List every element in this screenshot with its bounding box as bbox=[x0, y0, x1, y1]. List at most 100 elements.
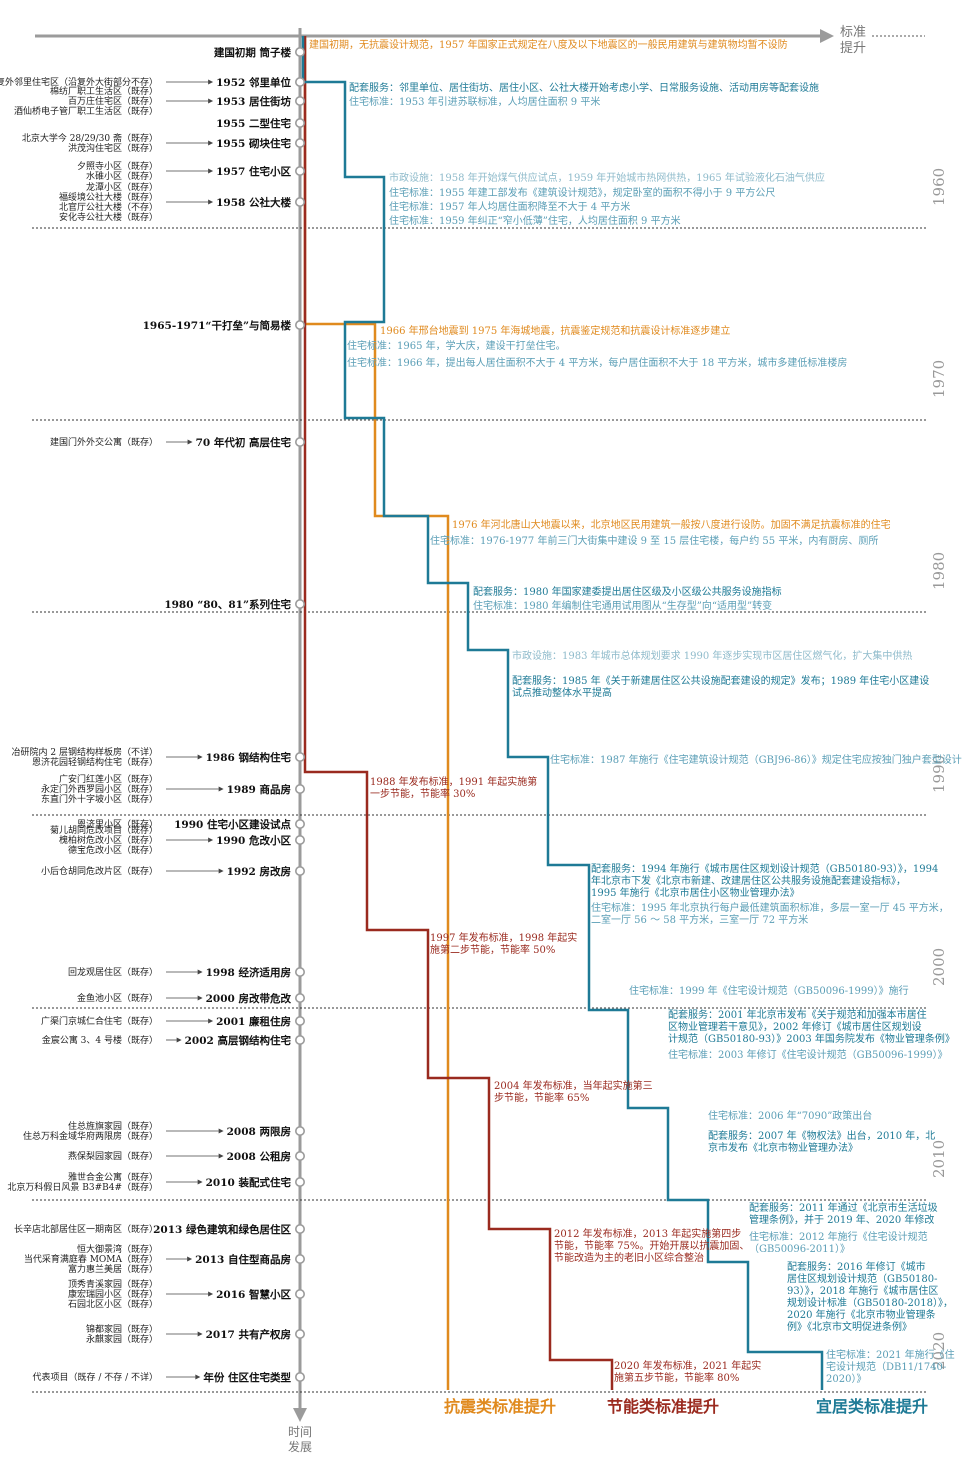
livable-annotation: 例》《北京市文明促进条例》 bbox=[787, 1320, 912, 1333]
housing-type-label: 1955 砌块住宅 bbox=[216, 137, 291, 150]
event-marker bbox=[294, 436, 305, 447]
livable-annotation: 2020 年施行《北京市物业管理条 bbox=[787, 1308, 936, 1321]
project-label: 小后仓胡同危改片区（既存） bbox=[41, 865, 158, 877]
livable-annotation: 住宅标准：1999 年《住宅设计规范（GB50096-1999）》施行 bbox=[629, 984, 909, 997]
event-marker bbox=[294, 1151, 305, 1162]
project-label: 住总旌旗家园（既存） bbox=[68, 1120, 158, 1132]
top-arrow-head-icon bbox=[820, 29, 834, 43]
project-label: 永麒家园（既存） bbox=[86, 1333, 158, 1345]
event-marker bbox=[294, 1372, 305, 1383]
housing-type-label: 1952 邻里单位 bbox=[216, 76, 291, 89]
energy-annotation: 一步节能，节能率 30% bbox=[370, 787, 475, 800]
decade-label: 1960 bbox=[930, 168, 948, 206]
housing-type-label: 1998 经济适用房 bbox=[206, 966, 291, 979]
project-arrow-head-icon bbox=[208, 199, 214, 205]
livable-annotation: 市政设施：1983 年城市总体规划要求 1990 年逐步实现市区居住区燃气化，扩… bbox=[512, 649, 912, 662]
project-label: 广安门红莲小区（既存） bbox=[59, 773, 158, 785]
livable-annotation: 试点推动整体水平提高 bbox=[512, 686, 612, 699]
livable-annotation: 住宅标准：1955 年建工部发布《建筑设计规范》，规定卧室的面积不得小于 9 平… bbox=[389, 186, 775, 199]
energy-annotation: 节能改造为主的老旧小区综合整治 bbox=[554, 1251, 704, 1264]
project-label: 长辛店北部居住区一期南区（既存） bbox=[14, 1223, 158, 1235]
housing-type-label: 1990 危改小区 bbox=[216, 834, 291, 847]
project-label: 当代采育满庭春 MOMA（既存） bbox=[24, 1253, 158, 1265]
housing-type-label: 1953 居住街坊 bbox=[216, 95, 291, 108]
livable-annotation: 居住区规划设计规范（GB50180- bbox=[787, 1272, 938, 1285]
livable-annotation: 配套服务：2001 年北京市发布《关于规范和加强本市居住 bbox=[668, 1008, 927, 1021]
project-label: 顶秀青溪家园（既存） bbox=[68, 1278, 158, 1290]
project-arrow-head-icon bbox=[197, 1179, 203, 1185]
project-label: 金宸公寓 3、4 号楼（既存） bbox=[42, 1034, 158, 1046]
livable-annotation: 住宅标准：2006 年“7090”政策出台 bbox=[708, 1109, 872, 1122]
housing-type-label: 2013 自住型商品房 bbox=[195, 1253, 291, 1266]
livable-annotation: 配套服务：1980 年国家建委提出居住区级及小区级公共服务设施指标 bbox=[473, 585, 782, 598]
livable-annotation: 配套服务：2011 年通过《北京市生活垃圾 bbox=[749, 1201, 938, 1214]
decade-label: 2020 bbox=[930, 1332, 948, 1370]
project-label: 广渠门京城仁合住宅（既存） bbox=[41, 1015, 158, 1027]
event-marker bbox=[294, 319, 305, 330]
project-arrow-head-icon bbox=[218, 868, 224, 874]
decade-label: 1980 bbox=[930, 552, 948, 590]
project-label: 酒仙桥电子管厂职工生活区（既存） bbox=[14, 105, 158, 117]
event-marker bbox=[294, 1254, 305, 1265]
project-label: 永定门外西罗园小区（既存） bbox=[41, 783, 158, 795]
energy-annotation: 2004 年发布标准，当年起实施第三 bbox=[494, 1079, 653, 1092]
livable-annotation: 住宅标准：1976-1977 年前三门大街集中建设 9 至 15 层住宅楼，每户… bbox=[430, 534, 878, 547]
project-arrow-head-icon bbox=[208, 140, 214, 146]
project-label: 德宝危改小区（既存） bbox=[68, 844, 158, 856]
livable-annotation: 宅设计规范（DB11/1740- bbox=[826, 1360, 946, 1373]
energy-annotation: 施第五步节能，节能率 80% bbox=[614, 1371, 739, 1384]
project-label: 康宏瑞园小区（既存） bbox=[68, 1288, 158, 1300]
project-label: 东直门外十字坡小区（既存） bbox=[41, 793, 158, 805]
project-arrow-head-icon bbox=[187, 439, 193, 445]
project-label: 水碓小区（既存） bbox=[86, 170, 158, 182]
event-marker bbox=[294, 966, 305, 977]
project-arrow-head-icon bbox=[197, 1331, 203, 1337]
livable-annotation: 住宅标准：1966 年，提出每人居住面积不大于 4 平方米，每户居住面积不大于 … bbox=[347, 356, 847, 369]
event-marker bbox=[294, 1126, 305, 1137]
project-arrow-head-icon bbox=[187, 1256, 193, 1262]
livable-annotation: 住宅标准：1965 年，学大庆，建设干打垒住宅。 bbox=[347, 339, 566, 352]
housing-type-label: 1990 住宅小区建设试点 bbox=[174, 818, 291, 831]
project-arrow-head-icon bbox=[208, 98, 214, 104]
housing-type-label: 1965-1971“干打垒”与简易楼 bbox=[143, 319, 292, 332]
project-arrow-head-icon bbox=[197, 754, 203, 760]
livable-annotation: 住宅标准：1995 年北京执行每户最低建筑面积标准，多层一室一厅 45 平方米， bbox=[591, 901, 949, 914]
event-marker bbox=[294, 751, 305, 762]
event-marker bbox=[294, 783, 305, 794]
event-marker bbox=[294, 865, 305, 876]
housing-type-label: 1957 住宅小区 bbox=[216, 165, 291, 178]
decade-label: 2010 bbox=[930, 1140, 948, 1178]
project-label: 北京万科假日风景 B3#B4#（既存） bbox=[7, 1181, 158, 1193]
project-label: 福绥境公社大楼（既存） bbox=[59, 191, 158, 203]
decade-label: 1990 bbox=[930, 755, 948, 793]
livable-annotation: 住宅标准：2003 年修订《住宅设计规范（GB50096-1999）》 bbox=[668, 1048, 948, 1061]
project-label: 北京大学今 28/29/30 斋（既存） bbox=[22, 132, 158, 144]
livable-annotation: 配套服务：1985 年《关于新建居住区公共设施配套建设的规定》发布；1989 年… bbox=[512, 674, 929, 687]
energy-annotation: 1997 年发布标准，1998 年起实 bbox=[430, 931, 577, 944]
project-label: 建国门外外交公寓（既存） bbox=[50, 436, 158, 448]
project-arrow-head-icon bbox=[218, 786, 224, 792]
project-arrow-head-icon bbox=[176, 1037, 182, 1043]
livable-annotation: 配套服务：2007 年《物权法》出台，2010 年，北 bbox=[708, 1129, 935, 1142]
project-label: 石园北区小区（既存） bbox=[68, 1298, 158, 1310]
legend-seismic: 抗震类标准提升 bbox=[444, 1397, 556, 1416]
livable-annotation: 1995 年施行《北京市居住小区物业管理办法》 bbox=[591, 886, 800, 899]
project-label: 龙潭小区（既存） bbox=[86, 181, 158, 193]
event-marker bbox=[294, 166, 305, 177]
housing-type-label: 2008 两限房 bbox=[227, 1125, 291, 1138]
event-marker bbox=[294, 598, 305, 609]
legend-livable: 宜居类标准提升 bbox=[816, 1397, 928, 1416]
livable-annotation: 2020）》 bbox=[826, 1373, 866, 1385]
event-marker bbox=[294, 138, 305, 149]
project-label: 棉纺厂职工生活区（既存） bbox=[50, 85, 158, 97]
project-arrow-head-icon bbox=[197, 995, 203, 1001]
project-label: 安化寺公社大楼（既存） bbox=[59, 211, 158, 223]
project-arrow-head-icon bbox=[195, 1374, 201, 1380]
livable-annotation: 住宅标准：2021 年施行《住 bbox=[826, 1348, 955, 1361]
housing-type-label: 70 年代初 高层住宅 bbox=[196, 436, 292, 449]
housing-type-label: 1958 公社大楼 bbox=[216, 196, 291, 209]
project-label: 槐柏树危改小区（既存） bbox=[59, 834, 158, 846]
seismic-annotation: 1976 年河北唐山大地震以来，北京地区民用建筑一般按八度进行设防。加固不满足抗… bbox=[452, 518, 891, 531]
